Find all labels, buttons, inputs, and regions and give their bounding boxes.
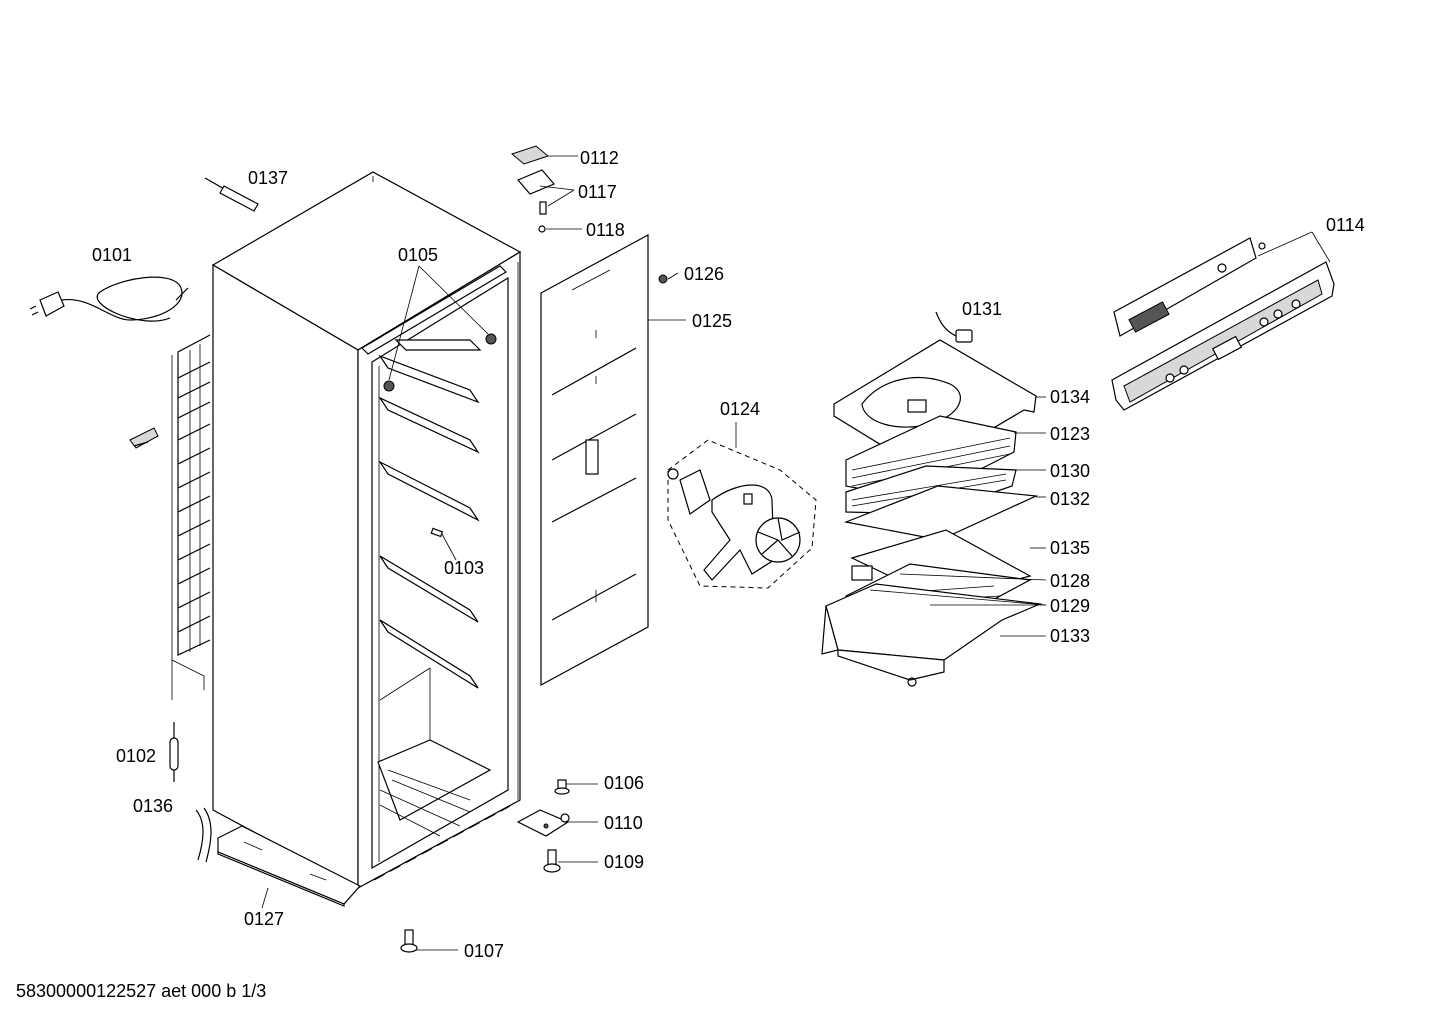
part-0110-hinge — [516, 809, 570, 837]
base-plate — [217, 825, 361, 907]
part-label-0125: 0125 — [692, 311, 733, 331]
part-label-0106: 0106 — [604, 773, 645, 793]
part-label-0117: 0117 — [578, 182, 617, 202]
part-label-0109: 0109 — [604, 852, 645, 872]
part-label-0105: 0105 — [398, 245, 439, 265]
part-0109-foot — [543, 849, 561, 873]
control-panel — [1111, 237, 1335, 411]
part-label-0129: 0129 — [1050, 596, 1091, 616]
cabinet-body — [211, 171, 522, 890]
part-label-0112: 0112 — [580, 148, 619, 168]
part-label-0130: 0130 — [1050, 461, 1091, 481]
condenser-clip — [129, 427, 159, 449]
part-0106-screw — [554, 779, 570, 795]
part-label-0137: 0137 — [248, 168, 289, 188]
part-label-0118: 0118 — [586, 220, 625, 240]
part-label-0135: 0135 — [1050, 538, 1091, 558]
part-label-0124: 0124 — [720, 399, 761, 419]
part-label-0131: 0131 — [962, 299, 1003, 319]
part-label-0110: 0110 — [604, 813, 643, 833]
leader-lines — [261, 155, 1331, 951]
part-0136-hose — [195, 807, 212, 863]
part-0102-filter — [169, 722, 179, 782]
part-0137-probe — [204, 177, 259, 212]
back-panel — [540, 233, 668, 687]
part-label-0114: 0114 — [1326, 215, 1365, 235]
part-label-0103: 0103 — [444, 558, 485, 578]
document-footer-id: 58300000122527 aet 000 b 1/3 — [16, 981, 267, 1001]
fan-assembly — [667, 439, 817, 589]
power-cord — [29, 276, 189, 322]
part-0107-foot — [400, 929, 418, 953]
part-label-0126: 0126 — [684, 264, 725, 284]
evaporator-stack — [821, 311, 1043, 687]
part-label-0128: 0128 — [1050, 571, 1091, 591]
condenser-coil — [171, 334, 211, 700]
bottom-grille — [377, 739, 492, 837]
part-label-0134: 0134 — [1050, 387, 1091, 407]
shelf-rails — [378, 339, 482, 740]
top-hinge-parts — [510, 145, 555, 233]
part-label-0127: 0127 — [244, 909, 285, 929]
part-label-0123: 0123 — [1050, 424, 1091, 444]
part-label-0132: 0132 — [1050, 489, 1091, 509]
part-label-0136: 0136 — [133, 796, 174, 816]
part-label-0102: 0102 — [116, 746, 157, 766]
part-label-0101: 0101 — [92, 245, 133, 265]
part-label-0133: 0133 — [1050, 626, 1091, 646]
part-label-0107: 0107 — [464, 941, 505, 961]
